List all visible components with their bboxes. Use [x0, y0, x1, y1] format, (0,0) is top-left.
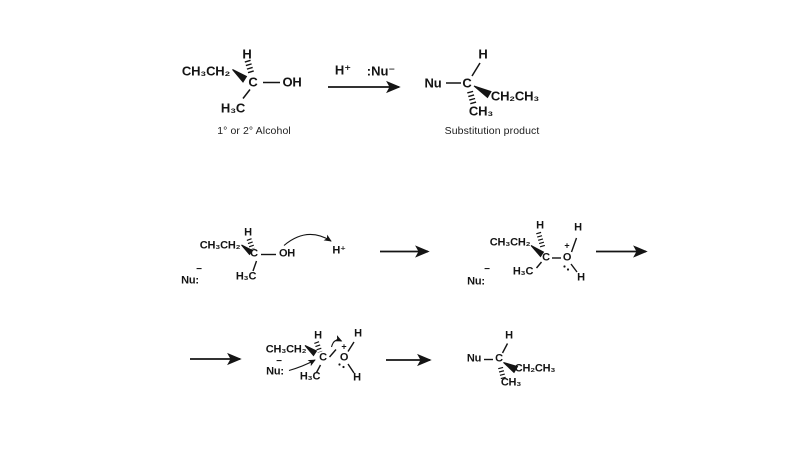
hydrogen-label: H [577, 271, 585, 284]
ethyl-group-label: CH₃CH₂ [489, 236, 531, 249]
hash-bond [536, 231, 546, 249]
hydrogen-label: H [244, 226, 252, 239]
nucleophile-label: Nu: [467, 275, 485, 288]
lone-pair-dots [338, 363, 341, 366]
overview-reactant-bonds [232, 59, 280, 99]
methyl-group-label: CH₃ [468, 103, 494, 119]
ethyl-group-label: CH₂CH₃ [490, 88, 540, 104]
hash-bond [467, 90, 477, 105]
wedge-bond [530, 245, 545, 258]
step1-bonds [241, 238, 276, 272]
methyl-group-label: H₃C [235, 270, 257, 283]
carbon-label: C [248, 74, 258, 90]
hydrogen-label: H [314, 329, 322, 342]
hydrogen-label: H [536, 219, 544, 232]
carbon-label: C [462, 75, 472, 91]
ethyl-group-label: CH₃CH₂ [181, 63, 231, 79]
single-bond [347, 341, 355, 352]
hydroxyl-label: OH [278, 247, 296, 260]
oxygen-label: O [562, 251, 572, 264]
single-bond [570, 263, 578, 273]
wedge-bond [232, 69, 248, 83]
overview-product-bonds [446, 62, 492, 105]
hydrogen-label: H [574, 221, 582, 234]
step3-bonds [304, 341, 355, 374]
acid-label: H⁺ [334, 62, 352, 78]
carbon-label: C [250, 247, 258, 260]
product-caption: Substitution product [444, 124, 540, 137]
proton-label: H⁺ [332, 244, 346, 257]
ethyl-group-label: CH₂CH₃ [514, 362, 556, 375]
methyl-group-label: H₃C [220, 100, 246, 116]
negative-charge: − [196, 264, 202, 275]
hash-bond [244, 59, 255, 75]
single-bond [535, 261, 543, 269]
wedge-bond [241, 244, 254, 256]
positive-charge: + [564, 240, 570, 251]
hydrogen-label: H [242, 46, 252, 62]
lone-pair-dots [563, 265, 566, 268]
oxygen-label: O [339, 351, 349, 364]
curved-arrow-oh-to-proton [283, 234, 332, 246]
reactant-caption: 1° or 2° Alcohol [217, 124, 291, 137]
nucleophile-label: Nu [466, 352, 482, 365]
nucleophile-label: Nu: [266, 365, 284, 378]
step2-bonds [530, 231, 578, 273]
nucleophile-label: :Nu⁻ [366, 63, 396, 79]
single-bond [570, 237, 578, 253]
carbon-label: C [319, 351, 327, 364]
single-bond [328, 349, 337, 358]
lone-pair-dots [342, 365, 345, 369]
carbon-label: C [542, 251, 550, 264]
hydrogen-label: H [353, 371, 361, 384]
single-bond [501, 343, 509, 354]
wedge-bond [503, 362, 519, 374]
hydroxyl-label: OH [282, 74, 302, 90]
nucleophile-label: Nu [424, 75, 442, 91]
positive-charge: + [341, 341, 347, 352]
methyl-group-label: H₃C [299, 370, 321, 383]
single-bond [471, 62, 481, 77]
methyl-group-label: CH₃ [500, 376, 522, 389]
methyl-group-label: H₃C [512, 265, 534, 278]
wedge-bond [473, 85, 492, 99]
hydrogen-label: H [354, 327, 362, 340]
carbon-label: C [495, 352, 503, 365]
nucleophile-label: Nu: [181, 274, 199, 287]
single-bond [252, 260, 258, 272]
single-bond [242, 89, 251, 99]
ethyl-group-label: CH₃CH₂ [265, 343, 307, 356]
hydrogen-label: H [505, 329, 513, 342]
lone-pair-dots [566, 268, 570, 271]
negative-charge: − [276, 356, 282, 367]
ethyl-group-label: CH₃CH₂ [199, 239, 241, 252]
curved-arrow-bond-to-oxygen [330, 335, 343, 348]
hydrogen-label: H [478, 46, 488, 62]
single-bond [347, 363, 355, 374]
single-bond [315, 364, 322, 373]
negative-charge: − [484, 264, 490, 275]
mechanism-product-bonds [484, 343, 519, 380]
curved-arrow-nu-to-carbon [288, 359, 316, 372]
wedge-bond [304, 345, 318, 357]
hash-bond [314, 341, 323, 353]
